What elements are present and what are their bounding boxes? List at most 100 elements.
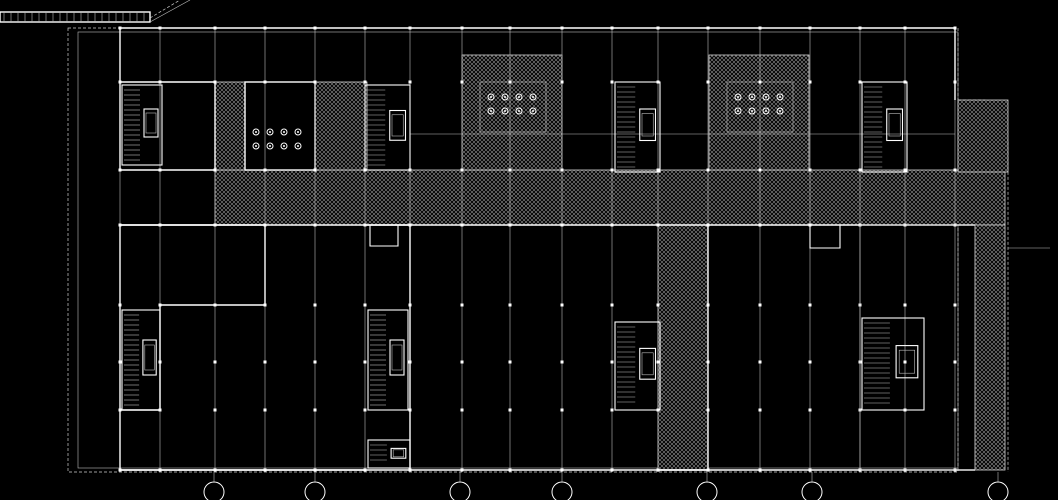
stair-core (861, 317, 925, 411)
column (858, 80, 862, 84)
entry-ramp (0, 0, 191, 23)
grid-bubble (551, 481, 573, 500)
well-column-core (255, 131, 257, 133)
well-column-core (269, 131, 271, 133)
column (508, 303, 512, 307)
well-column (266, 142, 274, 150)
well-column-core (297, 131, 299, 133)
well-column (515, 93, 523, 101)
well-column (515, 107, 523, 115)
grid-bubble (203, 481, 225, 500)
column (758, 168, 762, 172)
well-column-core (518, 96, 520, 98)
well-column-core (490, 110, 492, 112)
column (808, 303, 812, 307)
well-column-core (751, 110, 753, 112)
well-column (501, 93, 509, 101)
column (656, 303, 660, 307)
column (363, 360, 367, 364)
column (213, 408, 217, 412)
column (313, 408, 317, 412)
well-column-core (765, 110, 767, 112)
column (808, 408, 812, 412)
well-column-core (255, 145, 257, 147)
column (313, 303, 317, 307)
column (560, 168, 564, 172)
grid-bubble (987, 481, 1009, 500)
well-column-core (518, 110, 520, 112)
column (560, 408, 564, 412)
well-column-core (297, 145, 299, 147)
column (363, 80, 367, 84)
well-column (748, 107, 756, 115)
column (213, 360, 217, 364)
column (808, 360, 812, 364)
well-column (252, 128, 260, 136)
stair-core (364, 84, 411, 171)
column (858, 168, 862, 172)
column (313, 360, 317, 364)
well-column-core (737, 96, 739, 98)
column (610, 303, 614, 307)
grid-bubble (801, 481, 823, 500)
column (560, 80, 564, 84)
column (263, 80, 267, 84)
column (460, 168, 464, 172)
column (263, 360, 267, 364)
grid-bubble (304, 481, 326, 500)
well-column-core (751, 96, 753, 98)
column (508, 80, 512, 84)
well-column (529, 93, 537, 101)
column (808, 168, 812, 172)
column (313, 80, 317, 84)
column (758, 303, 762, 307)
well-column (776, 93, 784, 101)
well-column-core (490, 96, 492, 98)
stair-core (614, 81, 661, 173)
well-column (294, 128, 302, 136)
well-column (266, 128, 274, 136)
column (408, 80, 412, 84)
column (508, 168, 512, 172)
well-column (762, 93, 770, 101)
grid-bubbles (203, 472, 1009, 500)
column (560, 360, 564, 364)
column (758, 360, 762, 364)
well-column (501, 107, 509, 115)
stair-core (367, 309, 409, 411)
column (953, 408, 957, 412)
column (263, 408, 267, 412)
column (758, 80, 762, 84)
well-column (280, 128, 288, 136)
column (953, 168, 957, 172)
well-column-core (779, 96, 781, 98)
well-column-core (269, 145, 271, 147)
column (953, 303, 957, 307)
well-column-core (504, 96, 506, 98)
well-column-core (765, 96, 767, 98)
column (508, 360, 512, 364)
stair-core (121, 84, 163, 166)
column (460, 303, 464, 307)
column (903, 303, 907, 307)
well-column-core (283, 131, 285, 133)
column (508, 408, 512, 412)
well-column (776, 107, 784, 115)
well-column-core (283, 145, 285, 147)
stair-core (367, 439, 411, 469)
well-column (734, 107, 742, 115)
column (953, 360, 957, 364)
column (758, 408, 762, 412)
column (610, 360, 614, 364)
well-column (734, 93, 742, 101)
well-column (280, 142, 288, 150)
column (460, 80, 464, 84)
column (363, 303, 367, 307)
well-column-core (532, 110, 534, 112)
column (656, 360, 660, 364)
column (610, 168, 614, 172)
circulation-zones (214, 54, 1009, 471)
column (313, 168, 317, 172)
column (706, 80, 710, 84)
